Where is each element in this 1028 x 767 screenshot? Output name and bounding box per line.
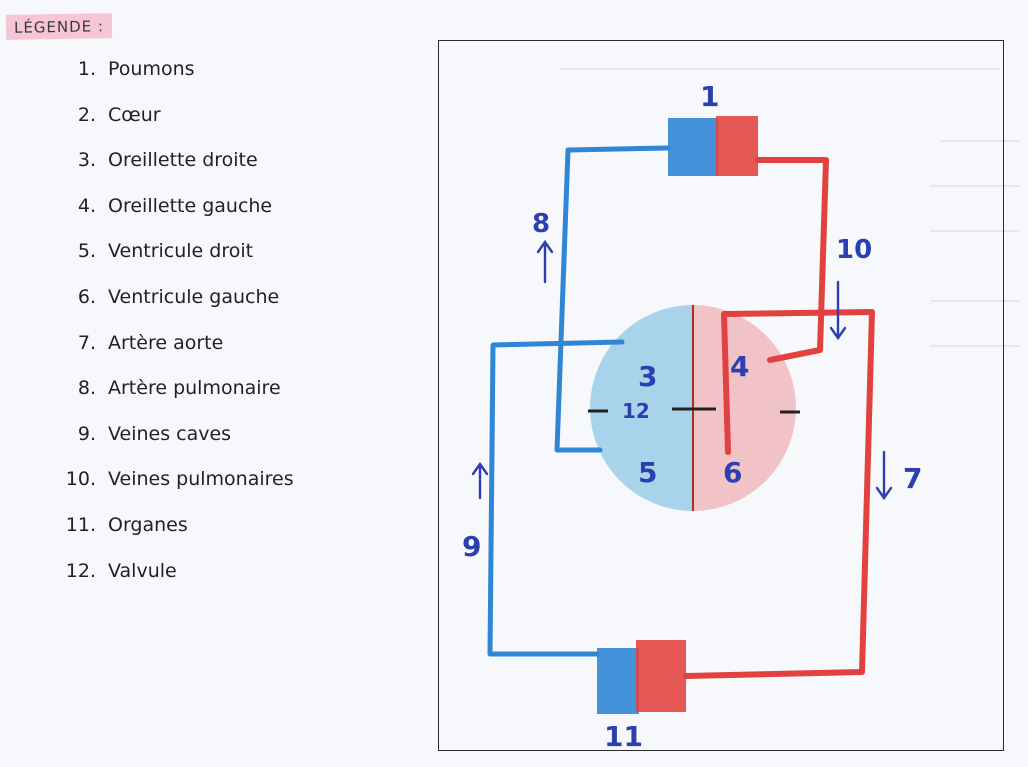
diagram-labels: 1 3 4 5 6 7 8 9 10 11 12 xyxy=(462,80,922,753)
legend-number: 12. xyxy=(65,559,96,582)
arrows xyxy=(471,239,893,501)
legend-label: Organes xyxy=(108,513,188,536)
legend-number: 6. xyxy=(77,285,96,308)
legend-number: 9. xyxy=(77,422,96,445)
label-left-ventricle: 6 xyxy=(723,456,742,489)
label-valve: 12 xyxy=(622,399,650,423)
heart xyxy=(590,305,796,511)
vena-cava-line xyxy=(487,339,625,657)
legend-label: Poumons xyxy=(108,58,195,80)
background-line xyxy=(930,300,1020,302)
legend-number: 11. xyxy=(65,513,96,536)
legend-label: Ventricule droit xyxy=(108,240,254,263)
diagram-frame xyxy=(438,40,1004,751)
legend-number: 3. xyxy=(77,149,96,172)
legend-number: 2. xyxy=(77,103,96,126)
legend-item: 4. Oreillette gauche xyxy=(50,195,294,241)
arrow-down-icon xyxy=(829,280,847,341)
label-aorta: 7 xyxy=(903,462,922,495)
organs-blue-half xyxy=(597,648,639,714)
blue-circuit xyxy=(487,145,671,657)
label-left-atrium: 4 xyxy=(730,350,749,383)
lungs-red-half xyxy=(716,116,758,176)
background-line xyxy=(560,68,1000,70)
legend-item: 12. Valvule xyxy=(50,560,294,606)
legend-label: Valvule xyxy=(108,559,177,582)
arrow-up-icon xyxy=(536,239,554,284)
legend-item: 3. Oreillette droite xyxy=(50,149,294,195)
legend-item: 1. Poumons xyxy=(50,58,294,104)
legend-label: Artère pulmonaire xyxy=(108,377,281,400)
legend-item: 7. Artère aorte xyxy=(50,332,294,378)
legend-number: 1. xyxy=(77,58,96,80)
legend-item: 2. Cœur xyxy=(50,104,294,150)
heart-left-half xyxy=(693,305,796,511)
label-organs: 11 xyxy=(604,720,643,753)
label-venae-cavae: 9 xyxy=(462,530,481,563)
legend-list: 1. Poumons 2. Cœur 3. Oreillette droite 4. O… xyxy=(50,58,294,605)
legend-number: 8. xyxy=(77,377,96,400)
legend-number: 5. xyxy=(77,240,96,263)
aorta-line xyxy=(683,309,875,679)
background-line xyxy=(940,140,1020,142)
legend-item: 6. Ventricule gauche xyxy=(50,286,294,332)
legend-item: 9. Veines caves xyxy=(50,423,294,469)
red-circuit xyxy=(683,157,875,679)
legend-item: 11. Organes xyxy=(50,514,294,560)
valves xyxy=(588,305,800,511)
organs-red-half xyxy=(636,640,686,712)
label-pulmonary-veins: 10 xyxy=(836,235,872,265)
background-line xyxy=(930,230,1020,232)
legend-label: Veines pulmonaires xyxy=(108,468,294,491)
legend-number: 7. xyxy=(77,331,96,354)
label-lungs: 1 xyxy=(700,80,719,113)
legend-item: 10. Veines pulmonaires xyxy=(50,468,294,514)
arrow-down-icon xyxy=(875,450,893,501)
legend-number: 10. xyxy=(65,468,96,491)
legend-label: Ventricule gauche xyxy=(108,285,280,308)
legend-label: Oreillette droite xyxy=(108,149,258,172)
legend-label: Cœur xyxy=(108,103,161,126)
legend-number: 4. xyxy=(77,194,96,217)
label-pulmonary-artery: 8 xyxy=(532,209,550,239)
legend-item: 5. Ventricule droit xyxy=(50,240,294,286)
background-line xyxy=(930,185,1020,187)
pulmonary-vein-line xyxy=(755,157,829,363)
legend-label: Veines caves xyxy=(108,422,232,445)
legend-label: Artère aorte xyxy=(108,331,224,354)
label-right-atrium: 3 xyxy=(638,360,657,393)
background-line xyxy=(930,345,1020,347)
arrow-up-icon xyxy=(471,461,489,500)
legend-label: Oreillette gauche xyxy=(108,194,273,217)
heart-right-half xyxy=(590,305,693,511)
lungs-blue-half xyxy=(668,118,718,176)
legend-item: 8. Artère pulmonaire xyxy=(50,377,294,423)
pulmonary-artery-line xyxy=(554,145,671,453)
label-right-ventricle: 5 xyxy=(638,456,657,489)
organs-block xyxy=(597,640,686,714)
lungs-block xyxy=(668,116,758,176)
